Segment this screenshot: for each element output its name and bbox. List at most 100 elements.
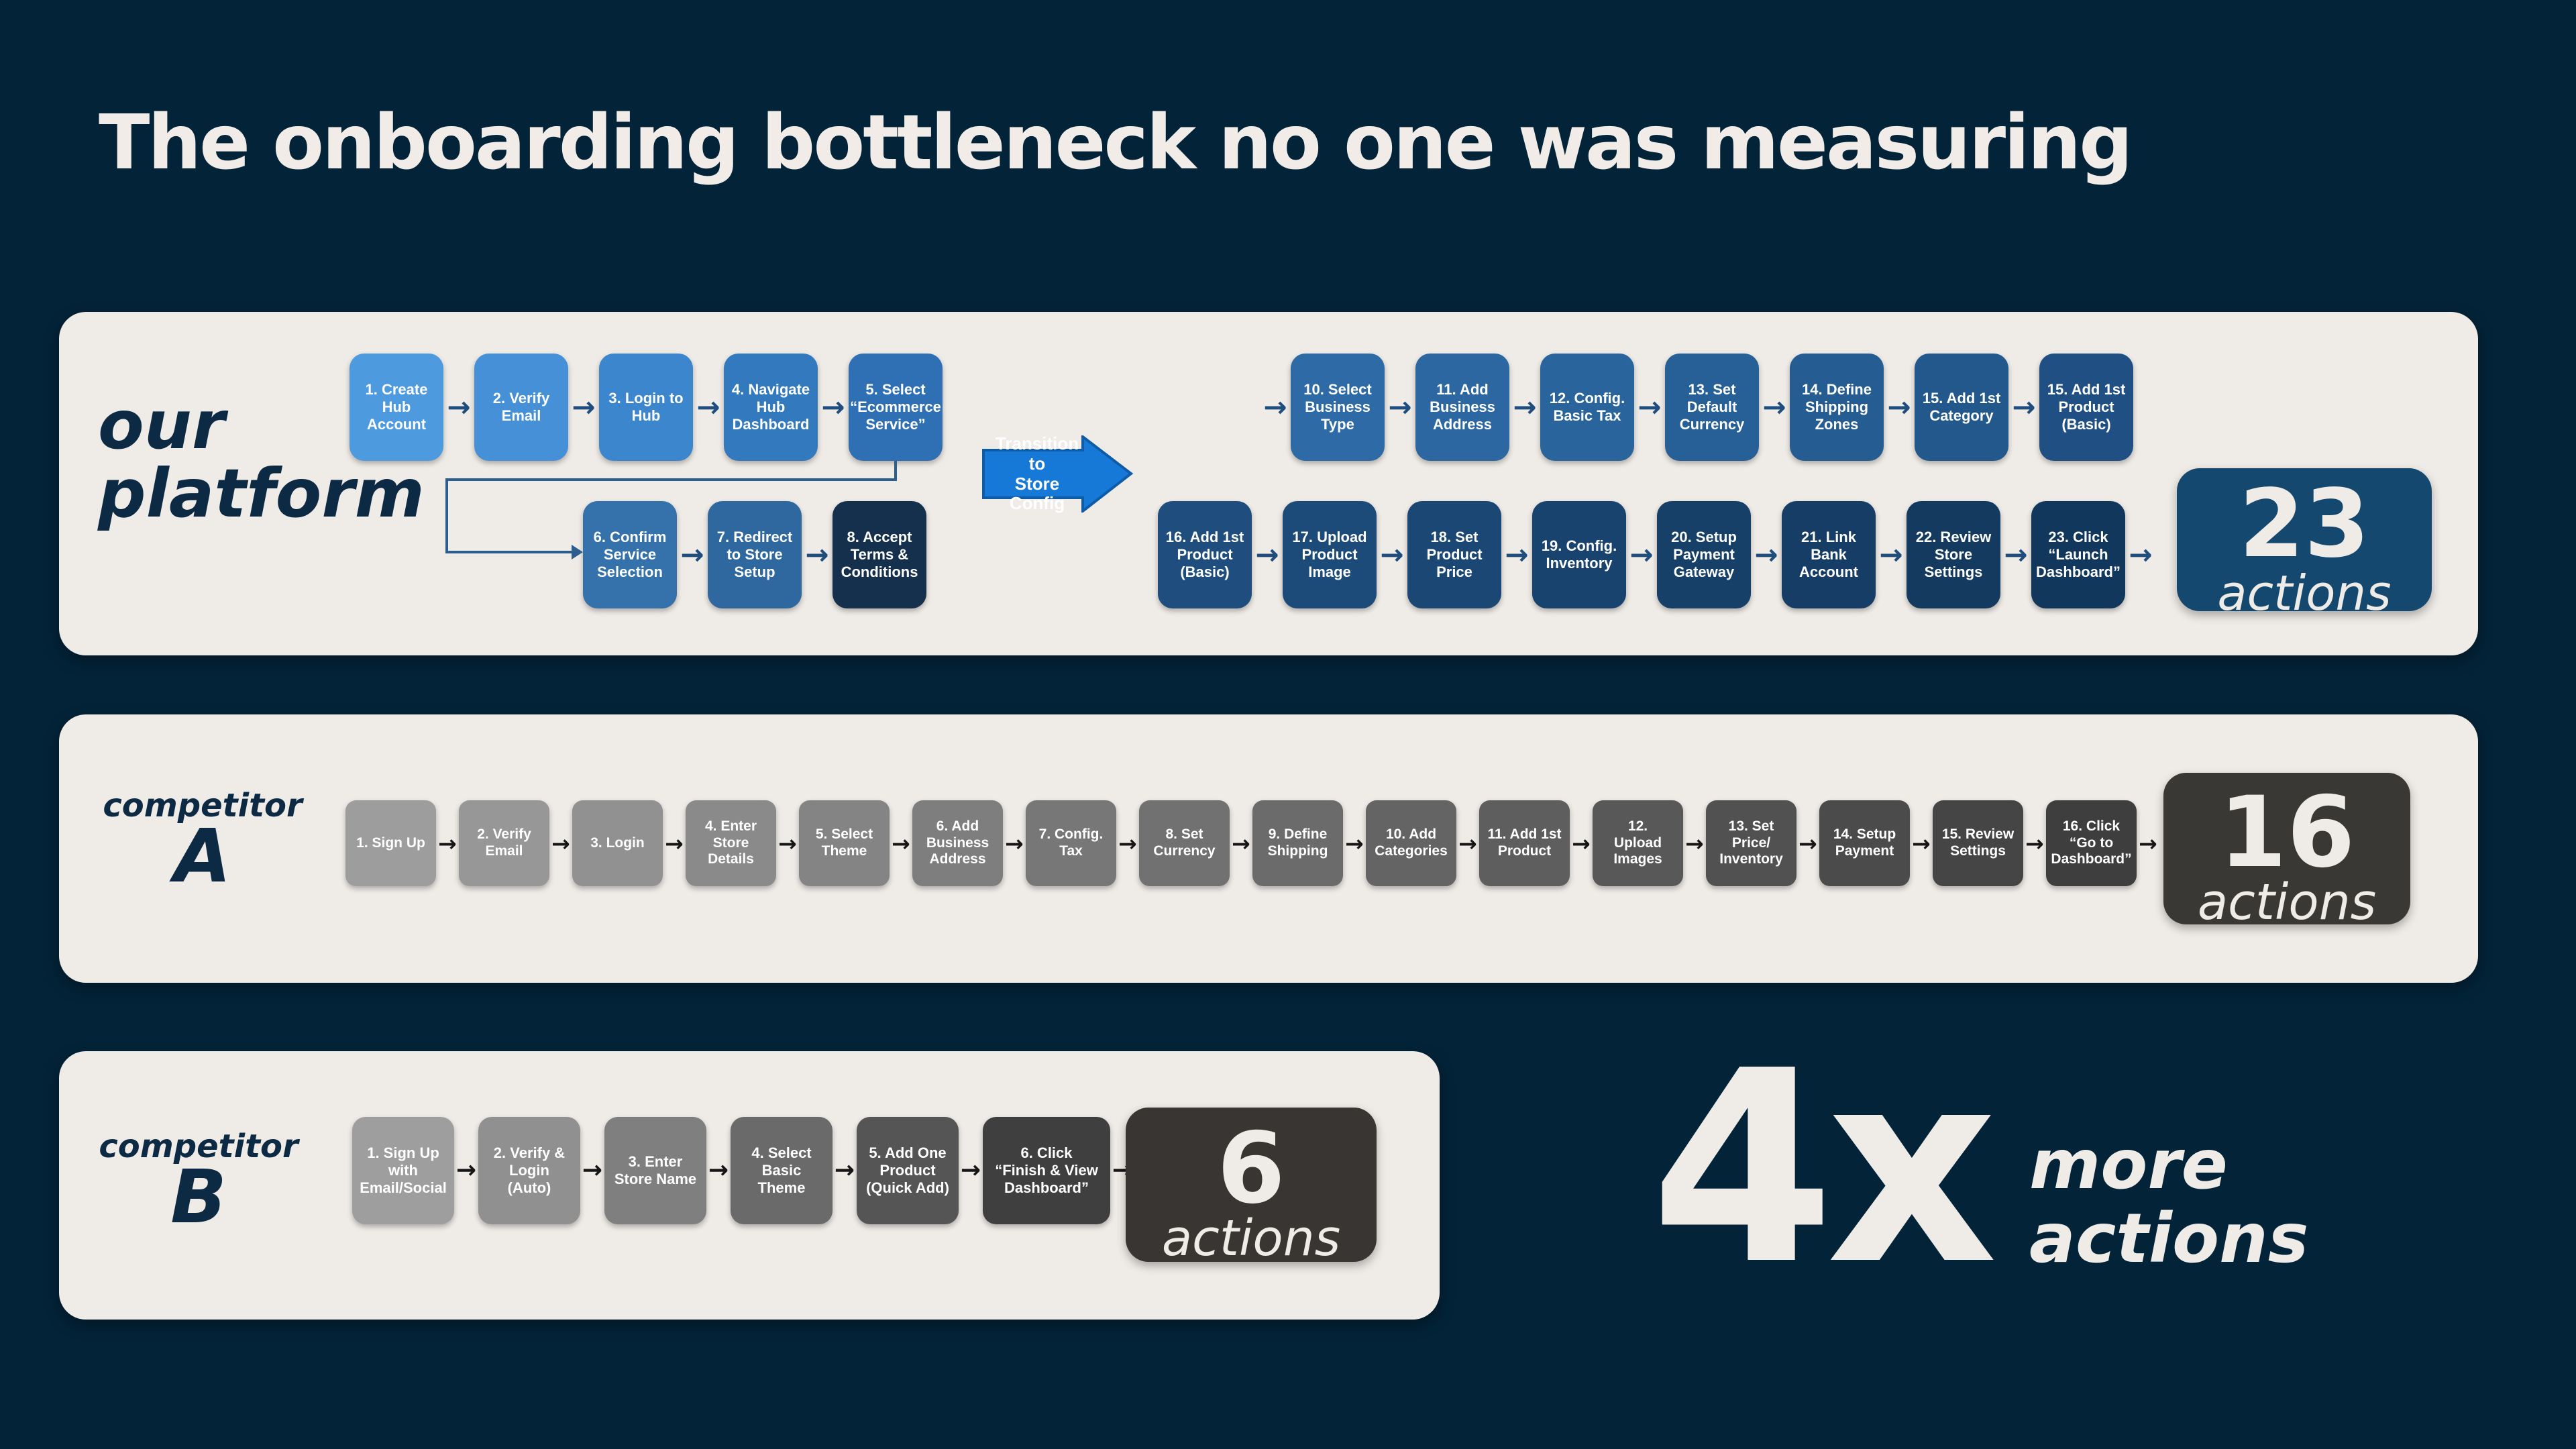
flow-step: 17. Upload Product Image xyxy=(1283,501,1377,608)
flow-step: 20. Setup Payment Gateway xyxy=(1657,501,1751,608)
our-platform-label-line2: platform xyxy=(98,454,425,533)
flow-step: 22. Review Store Settings xyxy=(1907,501,2000,608)
arrow-icon: → xyxy=(2025,830,2044,857)
competitor-b-label-line2: B xyxy=(170,1153,227,1240)
arrow-icon: → xyxy=(551,830,570,857)
competitor-a-flow: 1. Sign Up→2. Verify Email→3. Login→4. E… xyxy=(345,800,2159,886)
competitor-b-actions-badge: 6 actions xyxy=(1126,1108,1377,1267)
actions-unit: actions xyxy=(1161,1210,1341,1267)
arrow-icon: → xyxy=(1388,390,1412,423)
flow-step: 9. Define Shipping xyxy=(1252,800,1343,886)
competitor-a-label: competitor A xyxy=(102,790,303,894)
flow-step: 8. Set Currency xyxy=(1139,800,1230,886)
flow-step: 4. Navigate Hub Dashboard xyxy=(724,354,818,461)
connector-line xyxy=(445,551,573,553)
arrow-icon: → xyxy=(582,1157,603,1184)
flow-step: 15. Review Settings xyxy=(1933,800,2023,886)
flow-step: 14. Setup Payment xyxy=(1819,800,1910,886)
our-platform-row1-left: 1. Create Hub Account→2. Verify Email→3.… xyxy=(350,354,943,461)
arrow-icon: → xyxy=(821,390,845,423)
flow-step: 3. Login xyxy=(572,800,663,886)
arrow-icon: → xyxy=(1754,538,1778,571)
arrow-icon: → xyxy=(778,830,797,857)
arrow-icon: → xyxy=(1380,538,1404,571)
arrow-icon: → xyxy=(665,830,684,857)
actions-unit: actions xyxy=(2197,873,2377,931)
flow-step: 6. Confirm Service Selection xyxy=(583,501,677,608)
flow-step: 12. Config. Basic Tax xyxy=(1540,354,1634,461)
arrow-icon: → xyxy=(834,1157,855,1184)
competitor-a-label-line1: competitor xyxy=(103,787,303,824)
flow-step: 16. Click “Go to Dashboard” xyxy=(2046,800,2137,886)
flow-step: 2. Verify Email xyxy=(474,354,568,461)
multiplier-caption-line1: more xyxy=(2029,1125,2228,1205)
flow-step: 5. Select Theme xyxy=(799,800,890,886)
flow-step: 1. Create Hub Account xyxy=(350,354,443,461)
flow-step: 21. Link Bank Account xyxy=(1782,501,1876,608)
connector-arrowhead-icon xyxy=(572,545,583,559)
actions-count: 16 xyxy=(2218,775,2355,890)
flow-step: 15. Add 1st Product (Basic) xyxy=(2039,354,2133,461)
arrow-icon: → xyxy=(447,390,471,423)
arrow-icon: → xyxy=(1912,830,1931,857)
multiplier-caption-line2: actions xyxy=(2029,1199,2309,1279)
right-arrow-icon xyxy=(982,435,1134,513)
flow-step: 3. Login to Hub xyxy=(599,354,693,461)
flow-step: 23. Click “Launch Dashboard” xyxy=(2031,501,2125,608)
flow-step: 10. Select Business Type xyxy=(1291,354,1385,461)
actions-count: 6 xyxy=(1217,1112,1285,1226)
flow-step: 6. Click “Finish & View Dashboard” xyxy=(983,1117,1110,1224)
arrow-icon: → xyxy=(1513,390,1537,423)
competitor-b-label: competitor B xyxy=(98,1128,299,1240)
our-platform-panel: our platform 1. Create Hub Account→2. Ve… xyxy=(59,312,2478,655)
arrow-icon: → xyxy=(1638,390,1662,423)
arrow-icon: → xyxy=(1629,538,1654,571)
competitor-b-panel: competitor B 1. Sign Up with Email/Socia… xyxy=(59,1051,1440,1320)
flow-step: 15. Add 1st Category xyxy=(1915,354,2008,461)
our-platform-row2-right: 16. Add 1st Product (Basic)→17. Upload P… xyxy=(1158,501,2156,608)
competitor-a-actions-badge: 16 actions xyxy=(2163,773,2410,931)
arrow-icon: → xyxy=(1118,830,1137,857)
flow-step: 11. Add Business Address xyxy=(1415,354,1509,461)
flow-step: 16. Add 1st Product (Basic) xyxy=(1158,501,1252,608)
flow-step: 7. Config. Tax xyxy=(1026,800,1116,886)
flow-step: 1. Sign Up with Email/Social xyxy=(352,1117,454,1224)
arrow-icon: → xyxy=(1685,830,1704,857)
flow-step: 13. Set Default Currency xyxy=(1665,354,1759,461)
connector-line xyxy=(894,461,897,480)
flow-step: 18. Set Product Price xyxy=(1407,501,1501,608)
actions-count: 23 xyxy=(2239,470,2370,579)
flow-step: 14. Define Shipping Zones xyxy=(1790,354,1884,461)
arrow-icon: → xyxy=(1255,538,1279,571)
flow-step: 6. Add Business Address xyxy=(912,800,1003,886)
transition-arrow-label: Transition to Store Config xyxy=(995,433,1079,514)
arrow-icon: → xyxy=(1799,830,1817,857)
flow-step: 19. Config. Inventory xyxy=(1532,501,1626,608)
arrow-icon: → xyxy=(1572,830,1591,857)
arrow-icon: → xyxy=(1345,830,1364,857)
flow-step: 5. Add One Product (Quick Add) xyxy=(857,1117,959,1224)
arrow-icon: → xyxy=(680,538,704,571)
arrow-icon: → xyxy=(708,1157,729,1184)
our-platform-actions-badge: 23 actions xyxy=(2177,468,2432,617)
arrow-icon: → xyxy=(2012,390,2036,423)
arrow-icon: → xyxy=(1005,830,1024,857)
flow-step: 4. Select Basic Theme xyxy=(731,1117,833,1224)
arrow-icon: → xyxy=(438,830,457,857)
arrow-icon: → xyxy=(1505,538,1529,571)
multiplier-callout: 4x xyxy=(1650,1014,1998,1323)
competitor-a-panel: competitor A 1. Sign Up→2. Verify Email→… xyxy=(59,714,2478,983)
flow-step: 1. Sign Up xyxy=(345,800,436,886)
arrow-icon: → xyxy=(892,830,910,857)
flow-step: 13. Set Price/ Inventory xyxy=(1706,800,1796,886)
arrow-icon: → xyxy=(2004,538,2028,571)
arrow-icon: → xyxy=(572,390,596,423)
flow-step: 8. Accept Terms & Conditions xyxy=(833,501,926,608)
arrow-icon: → xyxy=(805,538,829,571)
arrow-icon: → xyxy=(1458,830,1477,857)
flow-step: 2. Verify & Login (Auto) xyxy=(478,1117,580,1224)
arrow-icon: → xyxy=(2139,830,2157,857)
arrow-icon: → xyxy=(1887,390,1911,423)
connector-line xyxy=(445,478,897,481)
competitor-b-label-line1: competitor xyxy=(99,1128,299,1165)
